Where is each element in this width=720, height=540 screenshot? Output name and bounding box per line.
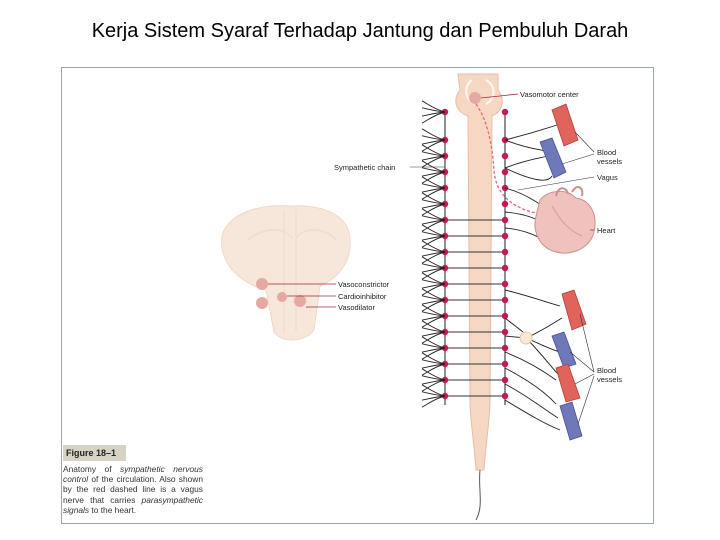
- lower-blood-vessels: [551, 289, 587, 441]
- ganglion-right: [501, 360, 509, 368]
- right-lower-nerves: [504, 289, 563, 431]
- left-nerve-branch: [421, 327, 446, 333]
- left-nerve-branch: [421, 395, 446, 408]
- chain-rungs: [445, 219, 505, 397]
- left-nerve-branch: [421, 231, 446, 237]
- label-heart: Heart: [597, 226, 616, 235]
- heart-illustration: [534, 186, 596, 254]
- vasodilator-area-right: [294, 295, 306, 307]
- left-nerve-branch: [421, 263, 446, 269]
- left-nerve-branch: [421, 107, 446, 113]
- spinal-cord: [455, 73, 503, 471]
- figure-caption: Anatomy of sympathetic nervous control o…: [63, 464, 203, 515]
- ganglion-right: [501, 280, 509, 288]
- left-nerve-branch: [421, 235, 446, 248]
- ganglion-right: [501, 108, 509, 116]
- left-nerve-branch: [421, 359, 446, 365]
- left-nerve-branch: [421, 311, 446, 317]
- label-sympathetic-chain: Sympathetic chain: [334, 163, 395, 172]
- left-nerve-branch: [421, 151, 446, 157]
- left-nerve-branch: [421, 247, 446, 253]
- left-nerve-branch: [421, 187, 446, 200]
- ganglion-right: [501, 328, 509, 336]
- left-nerve-branch: [421, 167, 446, 173]
- ganglion-right: [501, 376, 509, 384]
- ganglion-right: [501, 392, 509, 400]
- figure-frame: [61, 67, 654, 524]
- cardioinhibitor-area: [277, 292, 287, 302]
- prevertebral-ganglion: [519, 331, 533, 345]
- label-vagus: Vagus: [597, 173, 618, 182]
- brainstem-illustration: [221, 205, 351, 341]
- left-nerve-branch: [421, 199, 446, 205]
- left-nerve-branch: [421, 295, 446, 301]
- ganglion-right: [501, 296, 509, 304]
- left-nerve-branch: [421, 219, 446, 232]
- left-nerve-branch: [421, 391, 446, 397]
- ganglion-right: [501, 168, 509, 176]
- left-nerve-fans: [421, 100, 446, 408]
- artery-top: [551, 103, 579, 147]
- upper-blood-vessels: [539, 103, 579, 179]
- left-nerve-branch: [421, 379, 446, 392]
- label-vasodilator: Vasodilator: [338, 303, 375, 312]
- left-nerve-branch: [421, 251, 446, 264]
- label-blood-vessels-bottom-line2: vessels: [597, 375, 622, 384]
- ganglion-right: [501, 216, 509, 224]
- vasoconstrictor-area: [256, 278, 268, 290]
- ganglion-right: [501, 200, 509, 208]
- label-blood-vessels-top-line2: vessels: [597, 157, 622, 166]
- left-nerve-branch: [421, 315, 446, 328]
- label-blood-vessels-bottom-line1: Blood: [597, 366, 616, 375]
- left-nerve-branch: [421, 139, 446, 152]
- vein-lower-2: [559, 401, 583, 441]
- brainstem-centers: [256, 278, 306, 309]
- left-nerve-branch: [421, 203, 446, 216]
- left-nerve-branch: [421, 375, 446, 381]
- left-nerve-branch: [421, 279, 446, 285]
- label-pointers: [410, 131, 595, 425]
- left-nerve-branch: [421, 331, 446, 344]
- ganglion-right: [501, 312, 509, 320]
- ganglion-right: [501, 152, 509, 160]
- left-nerve-branch: [421, 363, 446, 376]
- left-nerve-branch: [421, 171, 446, 184]
- label-cardioinhibitor: Cardioinhibitor: [338, 292, 387, 301]
- left-nerve-branch: [421, 111, 446, 124]
- figure-number: Figure 18–1: [63, 445, 126, 461]
- vagus-dashed-line: [475, 103, 541, 215]
- artery-lower-2: [555, 363, 581, 403]
- left-nerve-branch: [421, 299, 446, 312]
- vasomotor-center-node: [469, 92, 481, 104]
- ganglion-right: [501, 232, 509, 240]
- left-nerve-branch: [421, 155, 446, 168]
- left-nerve-branch: [421, 215, 446, 221]
- vasodilator-area-left: [256, 297, 268, 309]
- left-nerve-branch: [421, 135, 446, 141]
- left-nerve-branch: [421, 347, 446, 360]
- ganglion-right: [501, 344, 509, 352]
- ganglion-right: [501, 248, 509, 256]
- label-vasoconstrictor: Vasoconstrictor: [338, 280, 390, 289]
- vein-top: [539, 137, 567, 179]
- vein-lower-1: [551, 331, 577, 369]
- artery-lower-1: [561, 289, 587, 331]
- label-vasomotor-center: Vasomotor center: [520, 90, 579, 99]
- slide-title: Kerja Sistem Syaraf Terhadap Jantung dan…: [91, 20, 629, 42]
- left-nerve-branch: [421, 283, 446, 296]
- left-nerve-branch: [421, 183, 446, 189]
- ganglia-right: [501, 108, 509, 400]
- left-nerve-branch: [421, 267, 446, 280]
- ganglion-right: [501, 264, 509, 272]
- left-nerve-branch: [421, 343, 446, 349]
- label-blood-vessels-top-line1: Blood: [597, 148, 616, 157]
